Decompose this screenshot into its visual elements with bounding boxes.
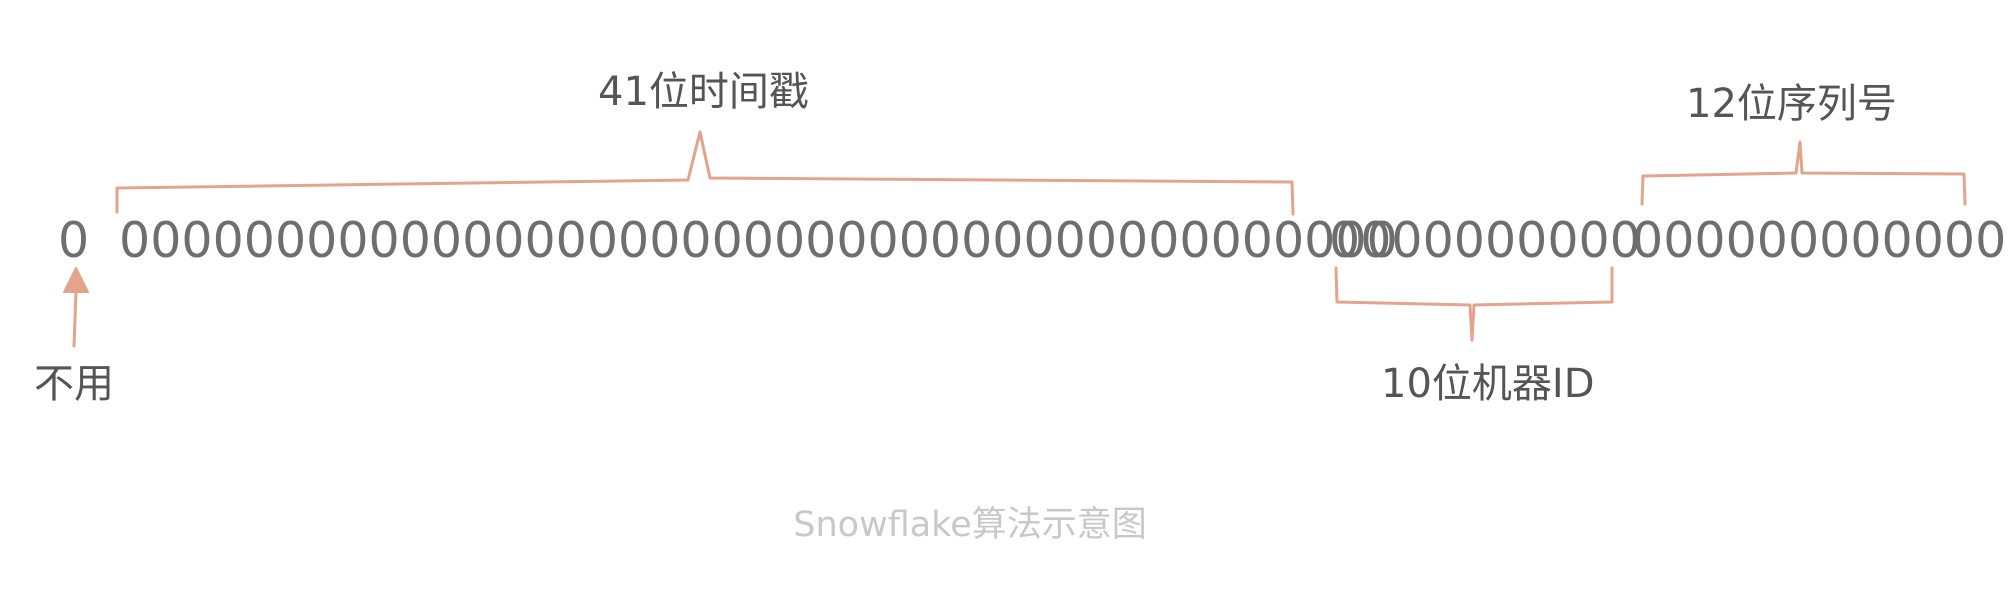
bit-digit: 0 bbox=[1547, 212, 1579, 269]
bit-digit: 0 bbox=[649, 212, 681, 269]
bit-digit: 0 bbox=[1453, 212, 1485, 269]
bit-digit: 0 bbox=[1975, 212, 2007, 269]
bit-digit: 0 bbox=[1912, 212, 1944, 269]
sign-bit-digits: 0 bbox=[58, 212, 90, 269]
bit-digit: 0 bbox=[1360, 212, 1392, 269]
bit-digit: 0 bbox=[1943, 212, 1976, 269]
bit-digit: 0 bbox=[680, 212, 712, 269]
bit-digit: 0 bbox=[306, 212, 338, 269]
bit-digit: 0 bbox=[1578, 212, 1610, 269]
bit-digit: 0 bbox=[1756, 212, 1788, 269]
bit-digit: 0 bbox=[212, 212, 244, 269]
timestamp-label: 41位时间戳 bbox=[598, 69, 809, 115]
bit-digit: 0 bbox=[1725, 212, 1757, 269]
bit-digit: 0 bbox=[773, 212, 806, 269]
machine-id-label: 10位机器ID bbox=[1381, 361, 1595, 407]
bit-digit: 0 bbox=[462, 212, 494, 269]
bit-digit: 0 bbox=[1210, 212, 1242, 269]
bit-digit: 0 bbox=[243, 212, 275, 269]
bit-digit: 0 bbox=[493, 212, 525, 269]
bit-digit: 0 bbox=[1663, 212, 1695, 269]
bit-digit: 0 bbox=[867, 212, 899, 269]
bit-digit: 0 bbox=[150, 212, 182, 269]
bit-digit: 0 bbox=[1117, 212, 1149, 269]
sign-arrow-shaft bbox=[72, 290, 78, 348]
bit-digit: 0 bbox=[961, 212, 993, 269]
bit-digit: 0 bbox=[274, 212, 307, 269]
bit-digit: 0 bbox=[836, 212, 868, 269]
bit-digit: 0 bbox=[119, 212, 151, 269]
sign-bit-label: 不用 bbox=[34, 361, 114, 407]
bit-digit: 0 bbox=[1787, 212, 1820, 269]
bit-digit: 0 bbox=[1609, 212, 1641, 269]
bit-digit: 0 bbox=[430, 212, 463, 269]
machine-bracket bbox=[1334, 266, 1614, 342]
bit-digit: 0 bbox=[181, 212, 213, 269]
bit-digit: 0 bbox=[1694, 212, 1726, 269]
bit-digit: 0 bbox=[1632, 212, 1664, 269]
bit-digit: 0 bbox=[1516, 212, 1548, 269]
bit-digit: 0 bbox=[711, 212, 743, 269]
bit-digit: 0 bbox=[1391, 212, 1423, 269]
bit-digit: 0 bbox=[524, 212, 556, 269]
bit-digit: 0 bbox=[1366, 212, 1398, 269]
bit-digit: 0 bbox=[1304, 212, 1336, 269]
bit-digit: 0 bbox=[929, 212, 962, 269]
bit-digit: 0 bbox=[742, 212, 774, 269]
timestamp-bracket bbox=[115, 130, 1295, 216]
bit-digit: 0 bbox=[1422, 212, 1454, 269]
bit-digit: 0 bbox=[586, 212, 618, 269]
bit-digit: 0 bbox=[805, 212, 837, 269]
sequence-bracket bbox=[1640, 140, 1967, 206]
bit-digit: 0 bbox=[1148, 212, 1180, 269]
bit-digit: 0 bbox=[1241, 212, 1273, 269]
bit-digit: 0 bbox=[368, 212, 400, 269]
sign-arrow-head-icon bbox=[63, 267, 89, 293]
bit-digit: 0 bbox=[555, 212, 587, 269]
bit-digit: 0 bbox=[898, 212, 930, 269]
bit-digit: 0 bbox=[399, 212, 431, 269]
bit-digit: 0 bbox=[1054, 212, 1086, 269]
bit-digit: 0 bbox=[1329, 212, 1361, 269]
bit-digit: 0 bbox=[1272, 212, 1305, 269]
bit-digit: 0 bbox=[1085, 212, 1117, 269]
bit-digit: 0 bbox=[992, 212, 1024, 269]
bit-digit: 0 bbox=[337, 212, 369, 269]
diagram-caption: Snowflake算法示意图 bbox=[793, 505, 1147, 545]
sign-bit: 0 bbox=[58, 206, 92, 276]
bit-digit: 0 bbox=[1335, 212, 1367, 269]
bit-digit: 0 bbox=[1484, 212, 1517, 269]
bit-digit: 0 bbox=[1819, 212, 1851, 269]
bit-digit: 0 bbox=[1881, 212, 1913, 269]
bit-digit: 0 bbox=[618, 212, 650, 269]
bit-digit: 0 bbox=[1023, 212, 1055, 269]
sequence-label: 12位序列号 bbox=[1686, 81, 1897, 127]
bit-digit: 0 bbox=[1850, 212, 1882, 269]
bit-digit: 0 bbox=[1179, 212, 1211, 269]
